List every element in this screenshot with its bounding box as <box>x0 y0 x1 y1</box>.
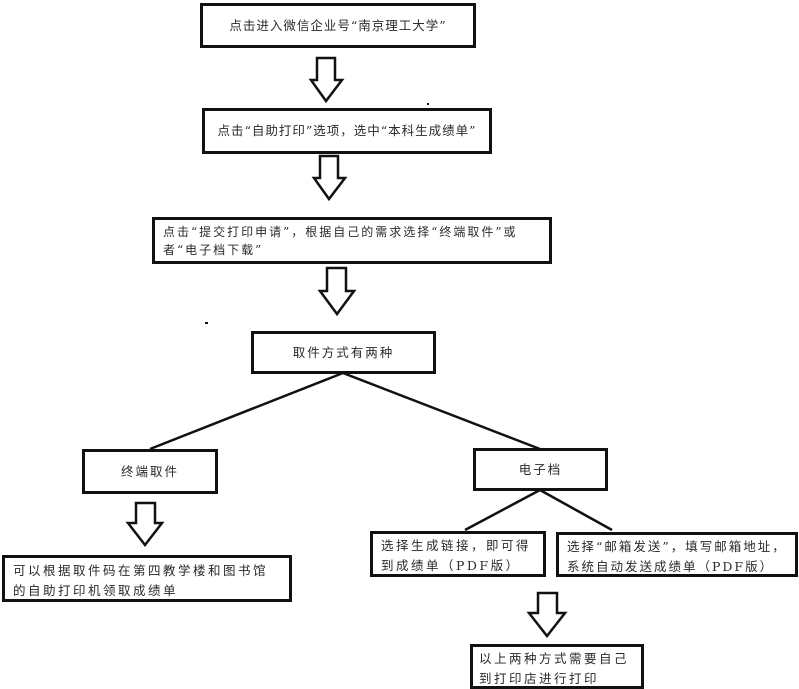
step-2-box: 点击“自助打印”选项，选中“本科生成绩单” <box>202 108 492 154</box>
terminal-detail-text: 可以根据取件码在第四教学楼和图书馆的自助打印机领取成绩单 <box>13 563 269 598</box>
branch-line-email <box>539 488 613 532</box>
electronic-email-text: 选择“邮箱发送”，填写邮箱地址，系统自动发送成绩单（PDF版） <box>567 539 787 574</box>
branch-line-electronic <box>342 371 541 451</box>
down-arrow-icon <box>311 154 348 202</box>
electronic-link-text: 选择生成链接，即可得到成绩单（PDF版） <box>381 538 532 573</box>
step-3-text: 点击“提交打印申请”，根据自己的需求选择“终端取件”或者“电子档下载” <box>163 225 518 257</box>
final-note-text: 以上两种方式需要自己到打印店进行打印 <box>479 651 630 686</box>
electronic-option-text: 电子档 <box>518 461 563 477</box>
branch-line-terminal <box>149 371 344 451</box>
step-1-box: 点击进入微信企业号“南京理工大学” <box>200 3 476 48</box>
stray-dot <box>427 103 429 105</box>
step-2-text: 点击“自助打印”选项，选中“本科生成绩单” <box>217 123 477 138</box>
branch-point-text: 取件方式有两种 <box>292 344 395 360</box>
electronic-link-box: 选择生成链接，即可得到成绩单（PDF版） <box>370 531 546 577</box>
down-arrow-icon <box>125 501 165 548</box>
terminal-detail-box: 可以根据取件码在第四教学楼和图书馆的自助打印机领取成绩单 <box>2 555 292 602</box>
branch-line-link <box>464 488 541 532</box>
electronic-option-box: 电子档 <box>473 448 608 491</box>
electronic-email-box: 选择“邮箱发送”，填写邮箱地址，系统自动发送成绩单（PDF版） <box>556 532 798 577</box>
step-3-box: 点击“提交打印申请”，根据自己的需求选择“终端取件”或者“电子档下载” <box>152 217 552 264</box>
down-arrow-icon <box>526 591 568 639</box>
stray-dot <box>205 322 208 324</box>
down-arrow-icon <box>308 56 345 104</box>
down-arrow-icon <box>317 266 357 317</box>
terminal-option-box: 终端取件 <box>82 449 218 494</box>
final-note-box: 以上两种方式需要自己到打印店进行打印 <box>470 644 644 689</box>
branch-point-box: 取件方式有两种 <box>251 331 436 374</box>
step-1-text: 点击进入微信企业号“南京理工大学” <box>229 17 447 33</box>
terminal-option-text: 终端取件 <box>120 463 179 479</box>
